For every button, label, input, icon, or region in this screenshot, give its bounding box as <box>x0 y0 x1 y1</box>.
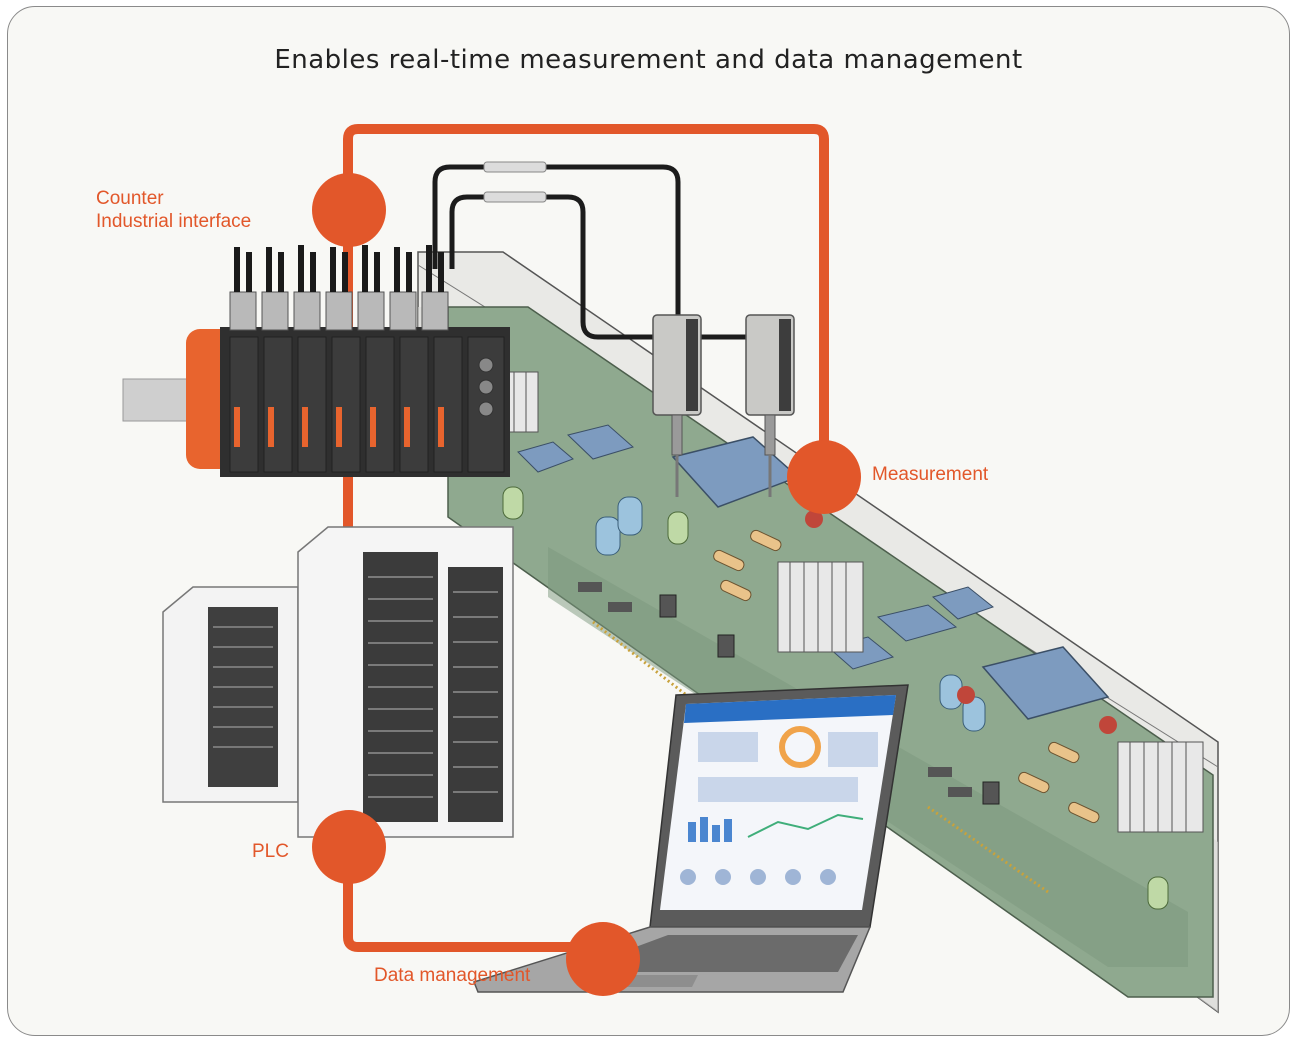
label-measurement: Measurement <box>872 464 989 485</box>
ic-chip <box>517 441 574 473</box>
ic-chip <box>931 586 995 620</box>
label-industrial-interface: Industrial interface <box>96 211 252 232</box>
node-circle <box>312 173 861 996</box>
server-rack <box>162 586 299 803</box>
counter-unit <box>186 245 510 477</box>
label-counter: Counter <box>96 188 164 209</box>
cable-sleeve <box>483 161 547 203</box>
server-rack <box>297 526 514 838</box>
resistor <box>713 529 1100 824</box>
label-plc: PLC <box>252 841 289 862</box>
capacitor <box>502 486 1169 910</box>
transistor <box>659 594 1000 805</box>
sensor-probe <box>745 314 795 497</box>
sensor-cable <box>432 164 753 340</box>
diagram-frame: Enables real-time measurement and data m… <box>7 6 1290 1036</box>
system-illustration <box>122 124 1219 1014</box>
label-data-management: Data management <box>374 965 531 986</box>
cpu-chip <box>981 646 1110 720</box>
ic-chip <box>567 424 635 460</box>
diagram-title: Enables real-time measurement and data m… <box>274 45 1023 75</box>
sensor-probe <box>652 314 702 497</box>
ic-chip <box>578 582 972 797</box>
capacitor <box>595 496 986 732</box>
heat-sink <box>1117 741 1204 833</box>
ic-chip <box>876 604 958 642</box>
heat-sink <box>777 561 864 653</box>
led <box>805 510 1117 734</box>
